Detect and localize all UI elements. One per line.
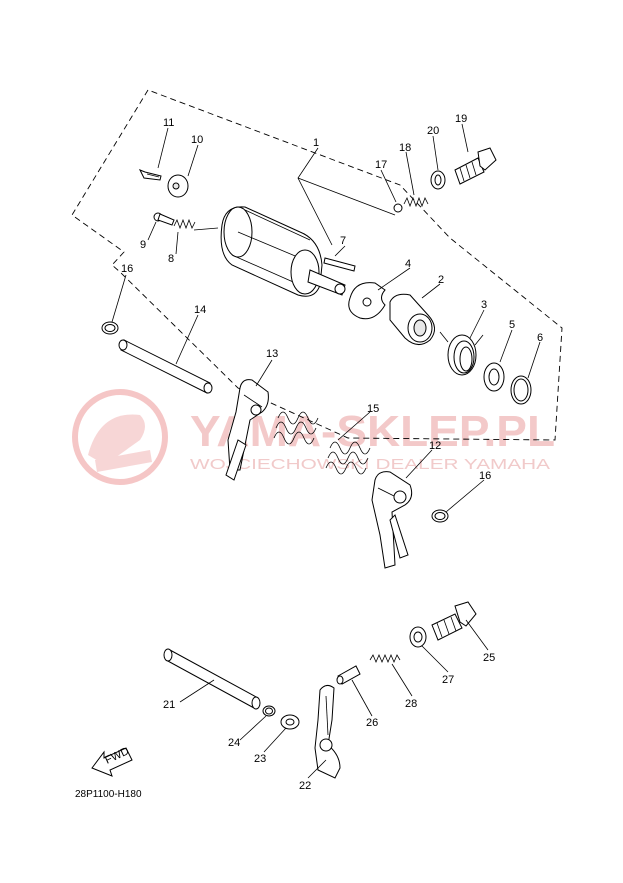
torsion-spring: [439, 331, 484, 376]
shift-lever-shaft: [163, 648, 261, 710]
diagram-code: 28P1100-H180: [75, 789, 142, 800]
callout-16-right: 16: [479, 470, 491, 482]
shift-drum: [220, 206, 346, 297]
washer: [430, 170, 446, 190]
shift-fork: [225, 379, 269, 481]
callout-labels: 1 2 3 4 5 6 7 8 9 10 11 12 13 14 15 16 1…: [121, 113, 543, 792]
watermark-dealer: WOJCIECHOWSKI DEALER YAMAHA: [190, 456, 550, 473]
callout-1: 1: [313, 137, 319, 149]
callout-12: 12: [429, 440, 441, 452]
circlip: [101, 321, 119, 335]
callout-17: 17: [375, 159, 387, 171]
forward-direction-marker: FWD: [91, 745, 133, 777]
leader-lines: [111, 123, 541, 779]
callout-2: 2: [438, 274, 444, 286]
callout-21: 21: [163, 699, 175, 711]
circlip: [431, 509, 449, 523]
shift-lever: [314, 684, 341, 779]
washer: [483, 362, 505, 392]
callout-14: 14: [194, 304, 206, 316]
callout-26: 26: [366, 717, 378, 729]
spring: [403, 196, 429, 208]
callout-4: 4: [405, 258, 411, 270]
bolt: [431, 601, 477, 641]
callout-23: 23: [254, 753, 266, 765]
callout-5: 5: [509, 319, 515, 331]
screw: [138, 169, 162, 181]
callout-6: 6: [537, 332, 543, 344]
ball: [393, 203, 403, 213]
callout-16-left: 16: [121, 263, 133, 275]
callout-20: 20: [427, 125, 439, 137]
watermark: YAMA-SKLEP.PL WOJCIECHOWSKI DEALER YAMAH…: [72, 389, 555, 485]
callout-10: 10: [191, 134, 203, 146]
callout-24: 24: [228, 737, 240, 749]
callout-18: 18: [399, 142, 411, 154]
assembly-boundary: [71, 89, 563, 441]
bolt: [454, 147, 497, 185]
spring: [369, 653, 401, 664]
callout-7: 7: [340, 235, 346, 247]
washer: [409, 626, 427, 648]
circlip: [510, 375, 532, 405]
circlip: [262, 705, 276, 717]
callout-11: 11: [163, 117, 174, 129]
callout-25: 25: [483, 652, 495, 664]
washer: [280, 714, 300, 730]
shift-fork-shaft: [118, 339, 213, 394]
watermark-logo: [72, 389, 168, 485]
callout-22: 22: [299, 780, 311, 792]
callout-27: 27: [442, 674, 454, 686]
callout-3: 3: [481, 299, 487, 311]
callout-28: 28: [405, 698, 417, 710]
compression-spring: [273, 411, 319, 445]
stopper-lever: [389, 293, 435, 345]
callout-9: 9: [140, 239, 146, 251]
plate: [167, 174, 189, 198]
roller: [336, 665, 361, 685]
spring: [173, 218, 196, 230]
pin: [323, 257, 356, 272]
compression-spring: [325, 441, 371, 475]
callout-8: 8: [168, 253, 174, 265]
callout-15: 15: [367, 403, 379, 415]
callout-19: 19: [455, 113, 467, 125]
pin: [153, 212, 175, 226]
callout-13: 13: [266, 348, 278, 360]
shift-fork: [371, 471, 413, 569]
